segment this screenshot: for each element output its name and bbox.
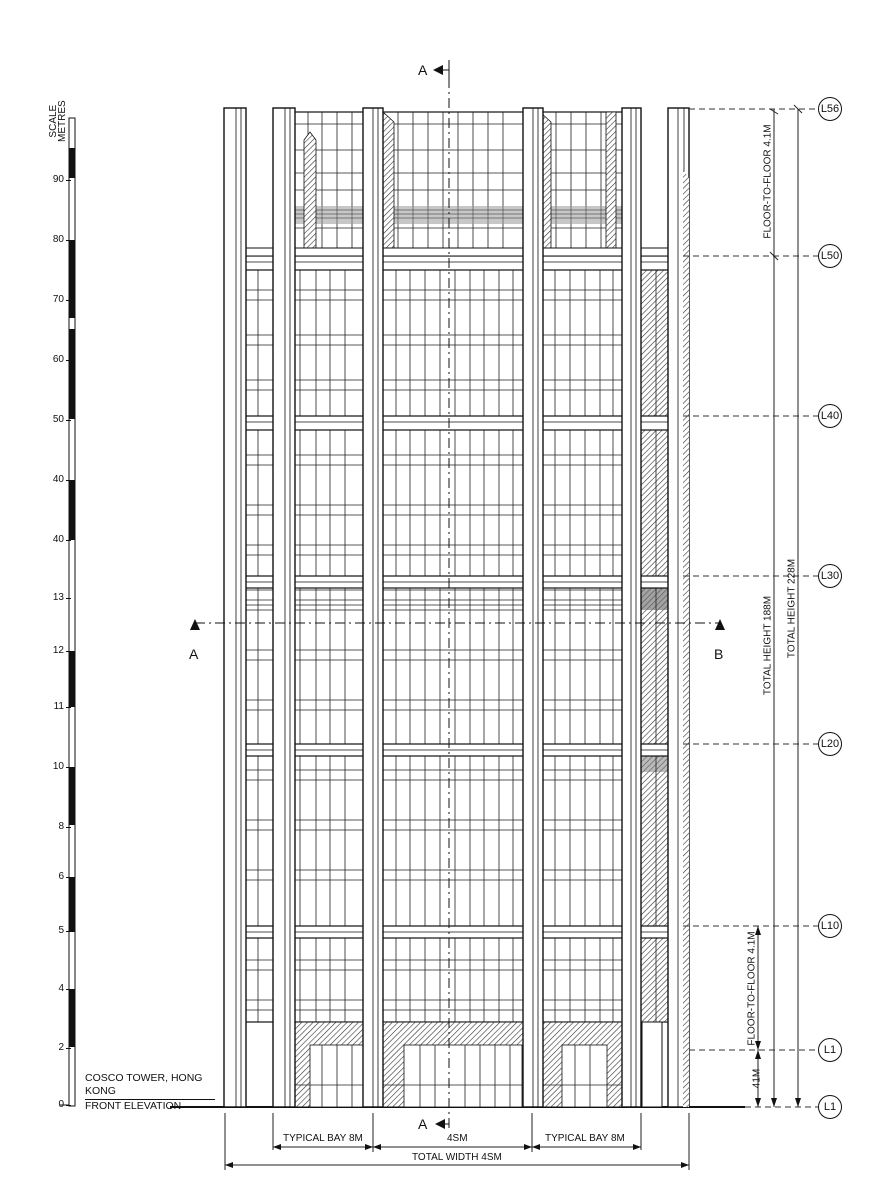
scale-tick-label: 70 [52, 294, 64, 305]
scale-tick-mark [66, 989, 71, 990]
right-bay-label: TYPICAL BAY 8M [545, 1133, 625, 1144]
scale-tick-mark [66, 598, 71, 599]
scale-tick-label: 11 [53, 701, 64, 712]
scale-tick-label: 12 [52, 645, 64, 656]
section-marker-right: B [714, 646, 724, 662]
scale-tick-mark [66, 1105, 71, 1106]
scale-tick-mark [66, 1048, 71, 1049]
tower-body [230, 247, 684, 1023]
level-marker-l56: L56 [818, 97, 842, 121]
scale-tick-mark [66, 540, 71, 541]
scale-tick-label: 10 [52, 761, 64, 772]
vertical-dimension-lines [757, 104, 803, 1107]
scale-bar-graphic [60, 117, 76, 1107]
scale-tick-label: 8 [58, 821, 64, 832]
scale-tick-label: 2 [58, 1042, 64, 1053]
total-height-outer-label: TOTAL HEIGHT 228M [786, 558, 798, 659]
scale-tick-label: 40 [52, 474, 64, 485]
scale-tick-label: 60 [52, 354, 64, 365]
scale-tick-mark [66, 360, 71, 361]
scale-tick-label: 50 [52, 414, 64, 425]
scale-tick-mark [66, 420, 71, 421]
level-marker-l10: L10 [818, 914, 842, 938]
scale-tick-label: 5 [58, 925, 64, 936]
level-lines [683, 108, 818, 1108]
level-marker-l1: L1 [818, 1095, 842, 1119]
level-marker-l30: L30 [818, 564, 842, 588]
drawing-subtitle: FRONT ELEVATION [85, 1100, 182, 1112]
section-marker-left: A [189, 646, 199, 662]
scale-tick-label: 80 [52, 234, 64, 245]
level-marker-l1: L1 [818, 1038, 842, 1062]
scale-tick-mark [66, 827, 71, 828]
center-bay-label: 4SM [447, 1133, 468, 1144]
scale-tick-mark [66, 767, 71, 768]
scale-tick-label: 0 [58, 1099, 64, 1110]
scale-tick-label: 6 [58, 871, 64, 882]
scale-tick-label: 90 [52, 174, 64, 185]
podium-entrance [233, 1021, 663, 1108]
title-block: COSCO TOWER, HONG KONG FRONT ELEVATION [85, 1072, 215, 1113]
scale-tick-label: 13 [52, 592, 64, 603]
ground-height-label: 41M [751, 1068, 763, 1089]
scale-tick-mark [66, 180, 71, 181]
scale-tick-mark [66, 651, 71, 652]
scale-tick-label: 40 [52, 534, 64, 545]
total-height-inner-label: TOTAL HEIGHT 188M [762, 595, 774, 696]
level-marker-l20: L20 [818, 732, 842, 756]
floor-to-floor-bottom-label: FLOOR-TO-FLOOR 4.1M [746, 931, 758, 1046]
scale-tick-mark [66, 707, 71, 708]
left-bay-label: TYPICAL BAY 8M [283, 1133, 363, 1144]
scale-tick-mark [66, 300, 71, 301]
section-marker-top: A [418, 62, 428, 78]
crown [293, 111, 625, 251]
scale-tick-label: 4 [58, 983, 64, 994]
floor-to-floor-top-label: FLOOR-TO-FLOOR 4.1M [762, 124, 774, 239]
scale-bar: SCALE METRES [40, 100, 100, 1120]
scale-tick-mark [66, 240, 71, 241]
horizontal-dimension-lines [224, 1113, 690, 1170]
section-marker-bottom: A [418, 1116, 428, 1132]
scale-tick-mark [66, 877, 71, 878]
total-width-label: TOTAL WIDTH 4SM [412, 1152, 502, 1163]
scale-tick-mark [66, 931, 71, 932]
scale-tick-mark [66, 480, 71, 481]
level-marker-l50: L50 [818, 244, 842, 268]
level-marker-l40: L40 [818, 404, 842, 428]
drawing-title: COSCO TOWER, HONG KONG [85, 1072, 215, 1100]
